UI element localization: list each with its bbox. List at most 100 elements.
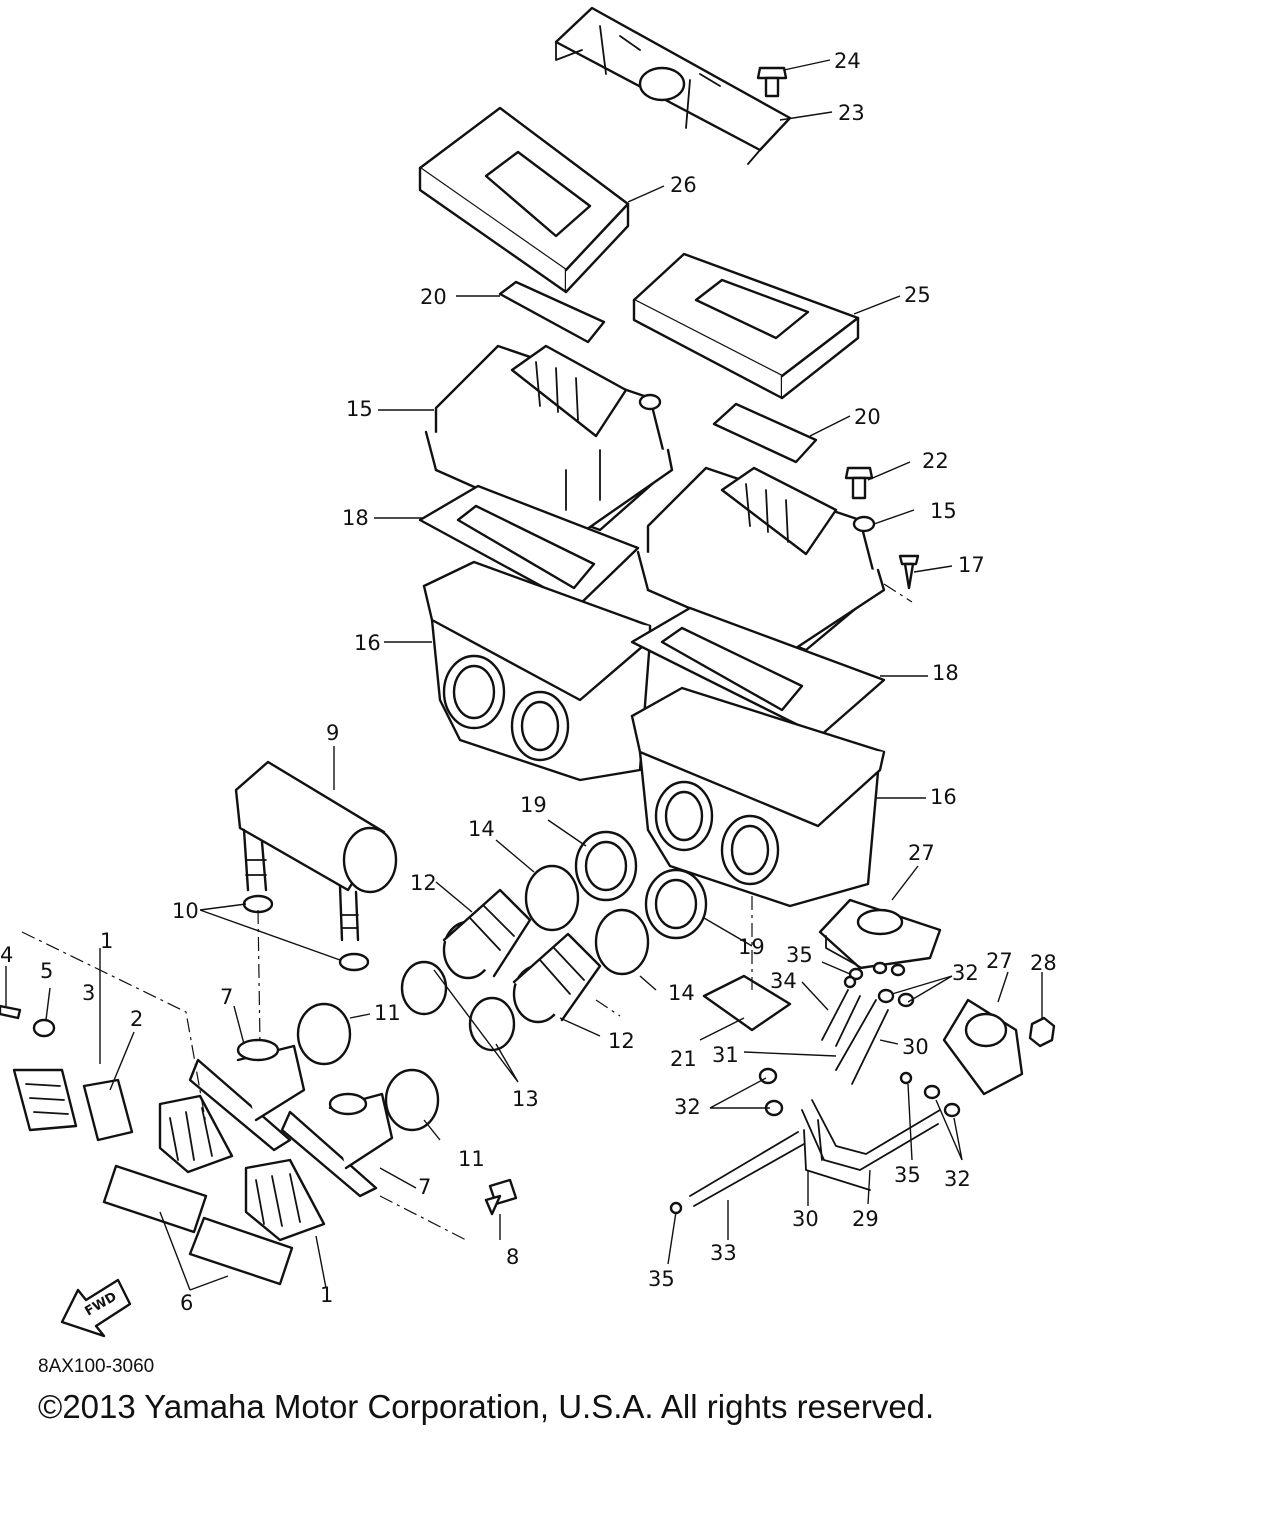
callout-15: 15 <box>346 397 373 421</box>
clamp-icon <box>524 864 580 932</box>
leader-lines <box>5 59 1043 1291</box>
ring-part <box>644 868 708 940</box>
joint-part <box>442 888 532 980</box>
callout-12: 12 <box>608 1029 635 1053</box>
callout-20: 20 <box>854 405 881 429</box>
callout-35: 35 <box>894 1163 921 1187</box>
callout-30: 30 <box>902 1035 929 1059</box>
clamp-icon <box>400 960 448 1016</box>
callout-33: 33 <box>710 1241 737 1265</box>
clip-icon <box>242 894 274 914</box>
callout-19: 19 <box>520 793 547 817</box>
reed-valve-part <box>244 1158 326 1242</box>
nut-icon <box>1028 1016 1056 1048</box>
callout-16: 16 <box>354 631 381 655</box>
clip-icon <box>338 952 370 972</box>
clamp-icon <box>384 1068 440 1132</box>
gasket-part <box>418 484 640 608</box>
filter-foam-part <box>418 106 630 294</box>
chamber-part <box>234 760 398 942</box>
reed-valve-part <box>158 1094 234 1174</box>
callout-27: 27 <box>908 841 935 865</box>
manifold-part <box>188 1038 306 1152</box>
callout-27: 27 <box>986 949 1013 973</box>
callout-7: 7 <box>418 1175 431 1199</box>
callout-5: 5 <box>40 959 53 983</box>
plate-part <box>702 974 792 1032</box>
callout-20: 20 <box>420 285 447 309</box>
airbox-case-part <box>422 560 652 782</box>
reed-valve-part <box>12 1068 78 1132</box>
callout-8: 8 <box>506 1245 519 1269</box>
gasket-part <box>630 606 886 738</box>
bolt-icon <box>844 466 874 500</box>
pad-part <box>712 402 818 464</box>
filter-foam-part <box>632 252 860 400</box>
clamp-icon <box>296 1002 352 1066</box>
callout-7: 7 <box>220 985 233 1009</box>
airbox-cover-part <box>424 344 674 536</box>
callout-labels: 24 23 26 20 25 15 20 22 18 15 17 16 18 9… <box>0 49 1057 1315</box>
manifold-part <box>280 1092 394 1198</box>
callout-15: 15 <box>930 499 957 523</box>
callout-25: 25 <box>904 283 931 307</box>
airbox-case-part <box>630 686 886 908</box>
screw-icon <box>0 1004 22 1020</box>
callout-28: 28 <box>1030 951 1057 975</box>
hose-part <box>689 989 941 1207</box>
callout-14: 14 <box>468 817 495 841</box>
callout-21: 21 <box>670 1047 697 1071</box>
callout-35: 35 <box>648 1267 675 1291</box>
pad-part <box>498 280 606 344</box>
callout-29: 29 <box>852 1207 879 1231</box>
callout-3: 3 <box>82 981 95 1005</box>
callout-17: 17 <box>958 553 985 577</box>
callout-18: 18 <box>932 661 959 685</box>
callout-13: 13 <box>512 1087 539 1111</box>
callout-10: 10 <box>172 899 199 923</box>
copyright-notice: ©2013 Yamaha Motor Corporation, U.S.A. A… <box>38 1388 935 1425</box>
callout-18: 18 <box>342 506 369 530</box>
bracket-part <box>554 6 792 165</box>
joint-part <box>512 932 602 1024</box>
callout-1: 1 <box>320 1283 333 1307</box>
callout-23: 23 <box>838 101 865 125</box>
callout-16: 16 <box>930 785 957 809</box>
callout-24: 24 <box>834 49 861 73</box>
callout-6: 6 <box>180 1291 193 1315</box>
callout-26: 26 <box>670 173 697 197</box>
callout-30: 30 <box>792 1207 819 1231</box>
stopper-part <box>82 1078 134 1142</box>
callout-4: 4 <box>0 943 13 967</box>
clip-icon <box>669 961 961 1215</box>
callout-35: 35 <box>786 943 813 967</box>
pump-part <box>818 898 942 970</box>
callout-14: 14 <box>668 981 695 1005</box>
callout-19: 19 <box>738 935 765 959</box>
bolt-icon <box>756 66 788 98</box>
bolt-icon <box>484 1178 518 1216</box>
gasket-part <box>188 1216 294 1286</box>
screw-icon <box>898 554 920 590</box>
clamp-icon <box>468 996 516 1052</box>
callout-1: 1 <box>100 929 113 953</box>
callout-12: 12 <box>410 871 437 895</box>
callout-32: 32 <box>944 1167 971 1191</box>
callout-34: 34 <box>770 969 797 993</box>
forward-arrow-icon: FWD <box>60 1278 132 1338</box>
callout-32: 32 <box>952 961 979 985</box>
callout-9: 9 <box>326 721 339 745</box>
callout-22: 22 <box>922 449 949 473</box>
diagram-code: 8AX100-3060 <box>38 1356 155 1377</box>
ring-part <box>574 830 638 902</box>
callout-31: 31 <box>712 1043 739 1067</box>
callout-2: 2 <box>130 1007 143 1031</box>
callout-11: 11 <box>374 1001 401 1025</box>
callout-11: 11 <box>458 1147 485 1171</box>
airbox-cover-part <box>636 466 886 654</box>
callout-32: 32 <box>674 1095 701 1119</box>
gasket-part <box>102 1164 208 1234</box>
clamp-icon <box>594 908 650 976</box>
washer-icon <box>32 1018 56 1038</box>
